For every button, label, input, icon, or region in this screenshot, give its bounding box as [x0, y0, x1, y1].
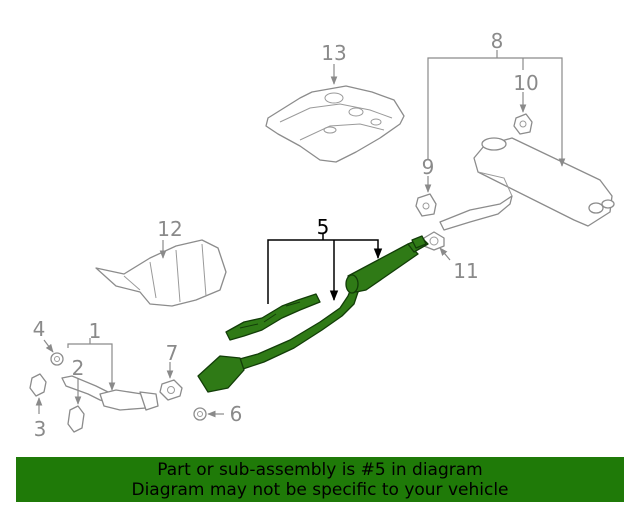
- heat-shield-upper[interactable]: [265, 85, 405, 163]
- callout-12: 12: [157, 217, 182, 241]
- callout-13: 13: [321, 41, 346, 65]
- callout-labels: 13 12 8 10 9 11 5 1 2 3 4 7 6: [33, 29, 539, 441]
- gasket-2[interactable]: [67, 405, 85, 433]
- gasket-7[interactable]: [159, 379, 183, 401]
- banner-line-part: Part or sub-assembly is #5 in diagram: [157, 460, 483, 480]
- gasket-3[interactable]: [29, 373, 47, 397]
- heat-shield-front[interactable]: [95, 239, 227, 307]
- callout-10: 10: [513, 71, 538, 95]
- hanger-9[interactable]: [415, 193, 437, 217]
- callout-1: 1: [89, 319, 102, 343]
- callout-8: 8: [491, 29, 504, 53]
- center-pipe-assembly[interactable]: [197, 235, 429, 393]
- callout-2: 2: [72, 356, 85, 380]
- leader-lines: [35, 50, 566, 418]
- callout-9: 9: [422, 155, 435, 179]
- rear-muffler-assembly[interactable]: [439, 137, 615, 231]
- callout-11: 11: [453, 259, 478, 283]
- hanger-10[interactable]: [513, 113, 533, 135]
- callout-7: 7: [166, 341, 179, 365]
- callout-5: 5: [317, 215, 330, 239]
- callout-3: 3: [34, 417, 47, 441]
- nut-4[interactable]: [50, 352, 64, 366]
- nut-6[interactable]: [193, 407, 207, 421]
- callout-6: 6: [230, 402, 243, 426]
- callout-4: 4: [33, 317, 46, 341]
- info-banner: Part or sub-assembly is #5 in diagram Di…: [16, 457, 624, 502]
- gasket-11[interactable]: [423, 231, 445, 251]
- banner-line-disclaimer: Diagram may not be specific to your vehi…: [131, 480, 509, 500]
- front-pipe[interactable]: [61, 375, 159, 411]
